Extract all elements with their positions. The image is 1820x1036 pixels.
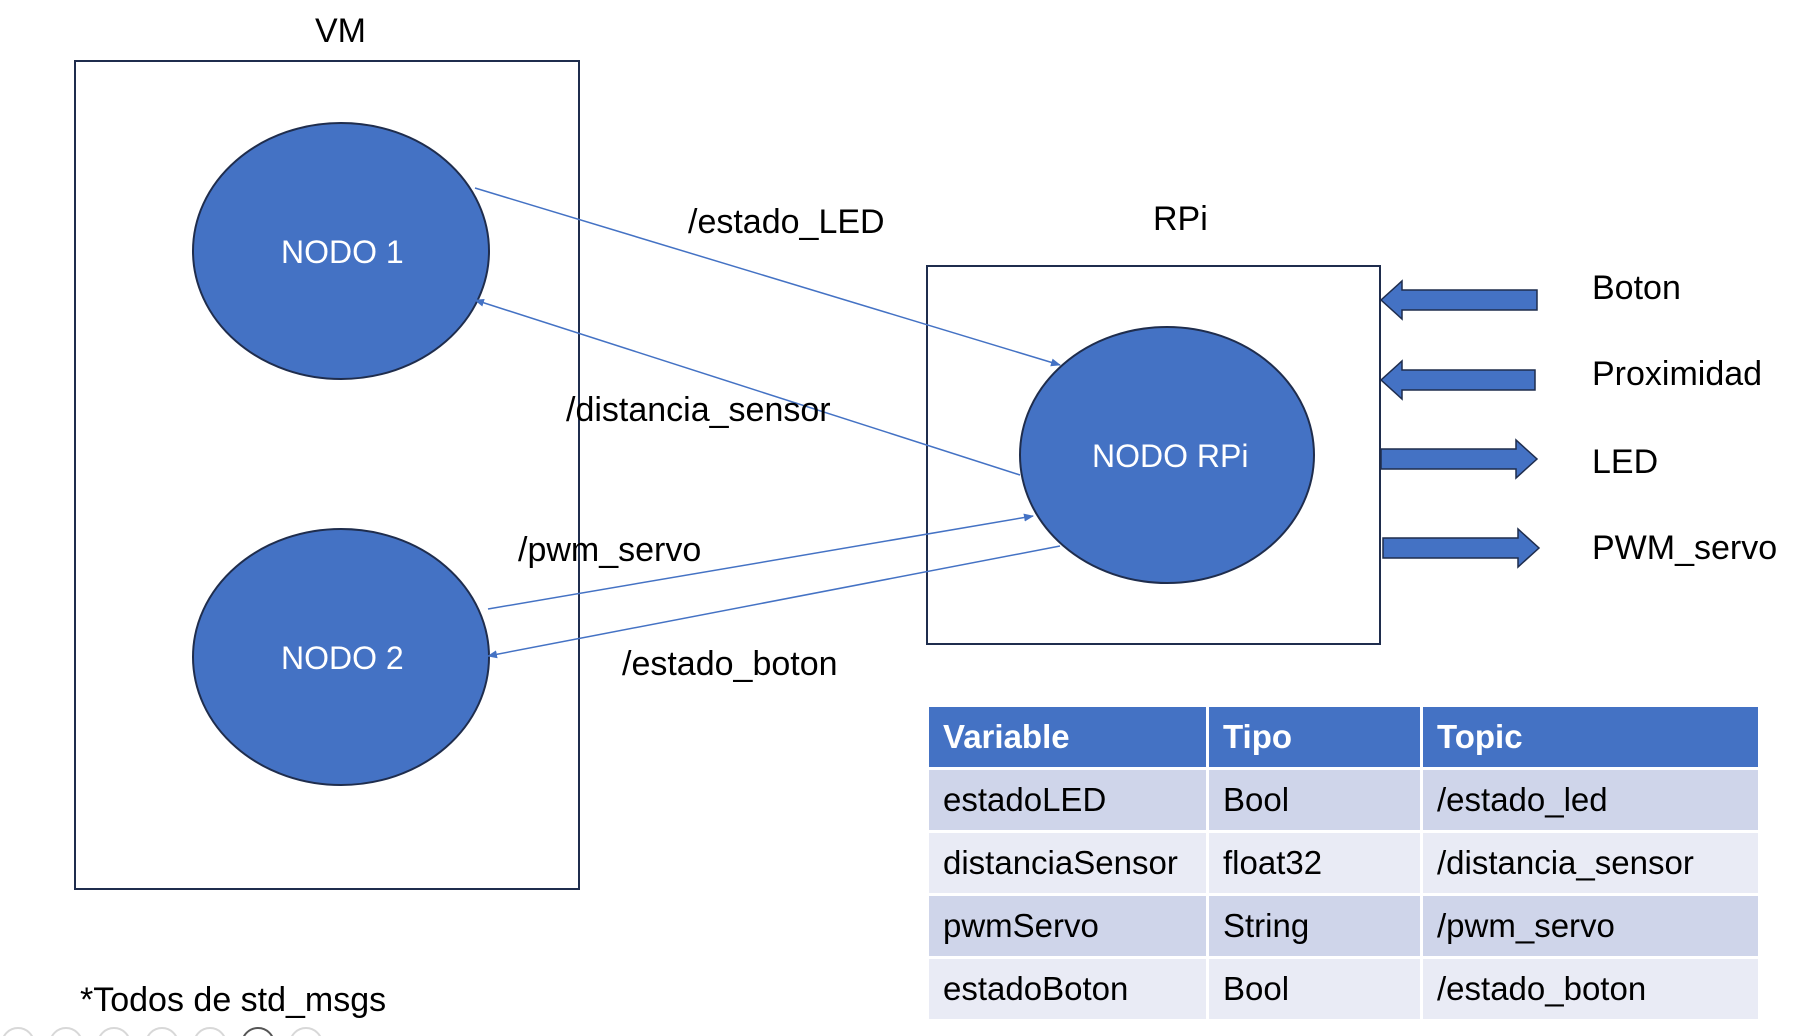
table-cell: estadoLED <box>929 770 1206 830</box>
header-variable: Variable <box>929 707 1206 767</box>
table-cell: /estado_led <box>1423 770 1758 830</box>
node-2-label: NODO 2 <box>281 640 404 676</box>
node-1-label: NODO 1 <box>281 234 404 270</box>
table-cell: Bool <box>1209 959 1420 1019</box>
table-header-row: Variable Tipo Topic <box>929 707 1758 767</box>
input-label-boton: Boton <box>1592 269 1681 307</box>
header-tipo: Tipo <box>1209 707 1420 767</box>
toolbar-button-icon[interactable] <box>2 1027 34 1036</box>
arrow-pwm-servo <box>487 513 1034 610</box>
input-arrow-boton <box>1379 279 1538 321</box>
table-cell: /estado_boton <box>1423 959 1758 1019</box>
rpi-title: RPi <box>1153 200 1208 238</box>
table-cell: /pwm_servo <box>1423 896 1758 956</box>
toolbar-button-icon[interactable] <box>146 1027 178 1036</box>
topic-pwm-servo: /pwm_servo <box>518 531 702 569</box>
node-rpi-circle <box>1019 326 1315 584</box>
node-rpi-label: NODO RPi <box>1092 438 1249 474</box>
footnote: *Todos de std_msgs <box>80 981 387 1019</box>
arrow-estado-boton <box>487 545 1061 659</box>
topic-distancia-sensor: /distancia_sensor <box>566 391 831 429</box>
table-row: distanciaSensor float32 /distancia_senso… <box>929 833 1758 893</box>
table-cell: String <box>1209 896 1420 956</box>
output-arrow-led <box>1380 438 1539 480</box>
toolbar-button-icon[interactable] <box>194 1027 226 1036</box>
output-label-led: LED <box>1592 443 1659 481</box>
table-cell: float32 <box>1209 833 1420 893</box>
table-cell: Bool <box>1209 770 1420 830</box>
table-row: estadoLED Bool /estado_led <box>929 770 1758 830</box>
slide-toolbar <box>2 1027 322 1036</box>
input-arrow-proximidad <box>1379 359 1536 401</box>
toolbar-button-icon[interactable] <box>50 1027 82 1036</box>
node-1-circle <box>192 122 490 380</box>
arrow-estado-led <box>474 187 1061 367</box>
header-topic: Topic <box>1423 707 1758 767</box>
input-label-proximidad: Proximidad <box>1592 355 1763 393</box>
vm-title: VM <box>315 12 366 50</box>
table-cell: pwmServo <box>929 896 1206 956</box>
table-row: pwmServo String /pwm_servo <box>929 896 1758 956</box>
table-row: estadoBoton Bool /estado_boton <box>929 959 1758 1019</box>
toolbar-button-icon[interactable] <box>98 1027 130 1036</box>
table-cell: distanciaSensor <box>929 833 1206 893</box>
topic-estado-led: /estado_LED <box>688 203 885 241</box>
output-label-pwm-servo: PWM_servo <box>1592 529 1778 567</box>
toolbar-button-icon[interactable] <box>242 1027 274 1036</box>
variables-table: Variable Tipo Topic estadoLED Bool /esta… <box>926 704 1761 1022</box>
output-arrow-pwm-servo <box>1382 527 1541 569</box>
topic-estado-boton: /estado_boton <box>622 645 838 683</box>
arrow-distancia-sensor <box>474 298 1021 476</box>
rpi-box <box>926 265 1381 645</box>
table-cell: /distancia_sensor <box>1423 833 1758 893</box>
table-cell: estadoBoton <box>929 959 1206 1019</box>
vm-box <box>74 60 580 890</box>
toolbar-button-icon[interactable] <box>290 1027 322 1036</box>
